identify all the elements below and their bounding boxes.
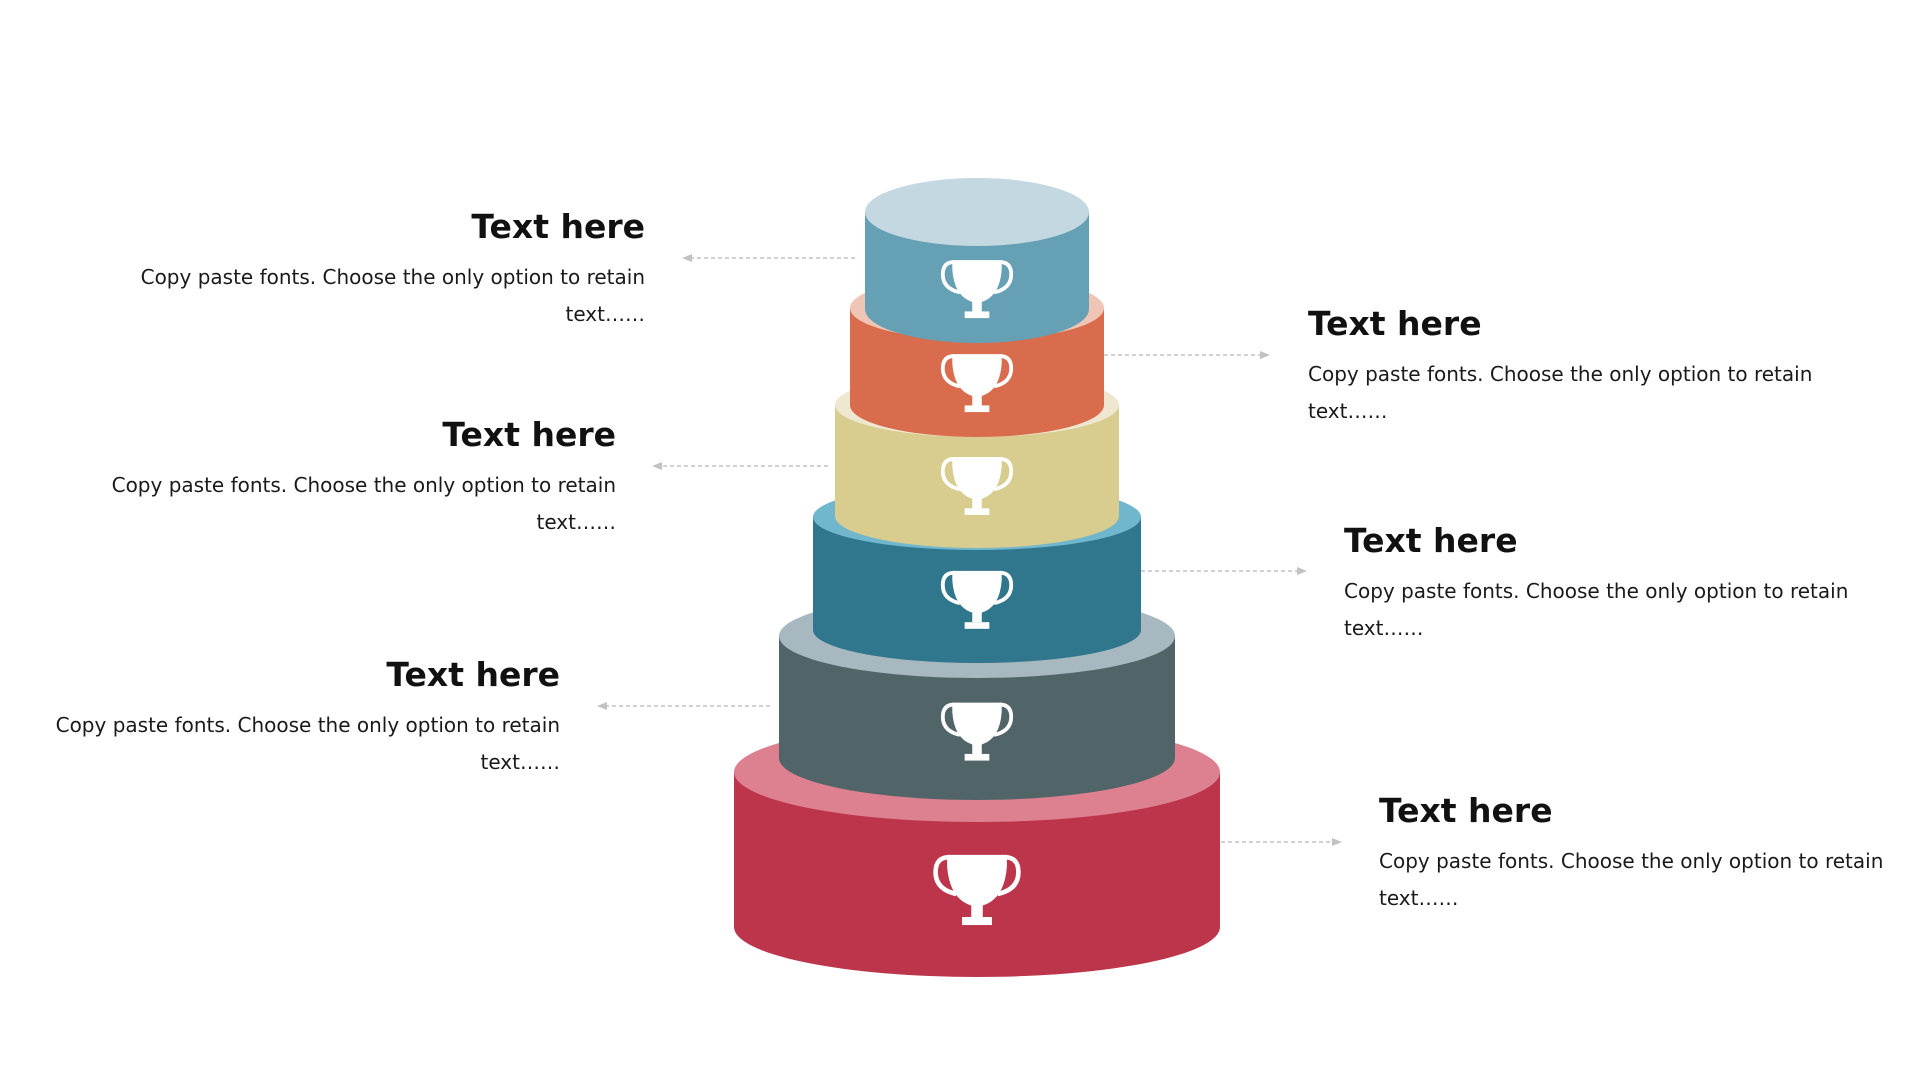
trophy-icon (940, 702, 1014, 761)
callout-heading: Text here (442, 415, 616, 454)
trophy-icon (940, 260, 1014, 319)
callout-body: Copy paste fonts. Choose the only option… (55, 713, 560, 774)
callout-body: Copy paste fonts. Choose the only option… (1344, 579, 1849, 640)
trophy-icon (940, 457, 1014, 515)
trophy-icon (940, 570, 1014, 629)
callout-heading: Text here (1379, 791, 1553, 830)
callout-heading: Text here (1308, 304, 1482, 343)
callout-heading: Text here (386, 655, 560, 694)
callout-body: Copy paste fonts. Choose the only option… (140, 265, 645, 326)
callout-heading: Text here (1344, 521, 1518, 560)
callout-heading: Text here (471, 207, 645, 246)
trophy-icon (940, 354, 1014, 413)
trophy-icon (933, 854, 1021, 926)
connector-lines (597, 254, 1342, 846)
cylinder-tier-1 (865, 178, 1089, 343)
callout-body: Copy paste fonts. Choose the only option… (1308, 362, 1813, 423)
callout-body: Copy paste fonts. Choose the only option… (111, 473, 616, 534)
cylinder-stack (734, 178, 1220, 977)
callout-body: Copy paste fonts. Choose the only option… (1379, 849, 1884, 910)
cylinder-top (865, 178, 1089, 246)
